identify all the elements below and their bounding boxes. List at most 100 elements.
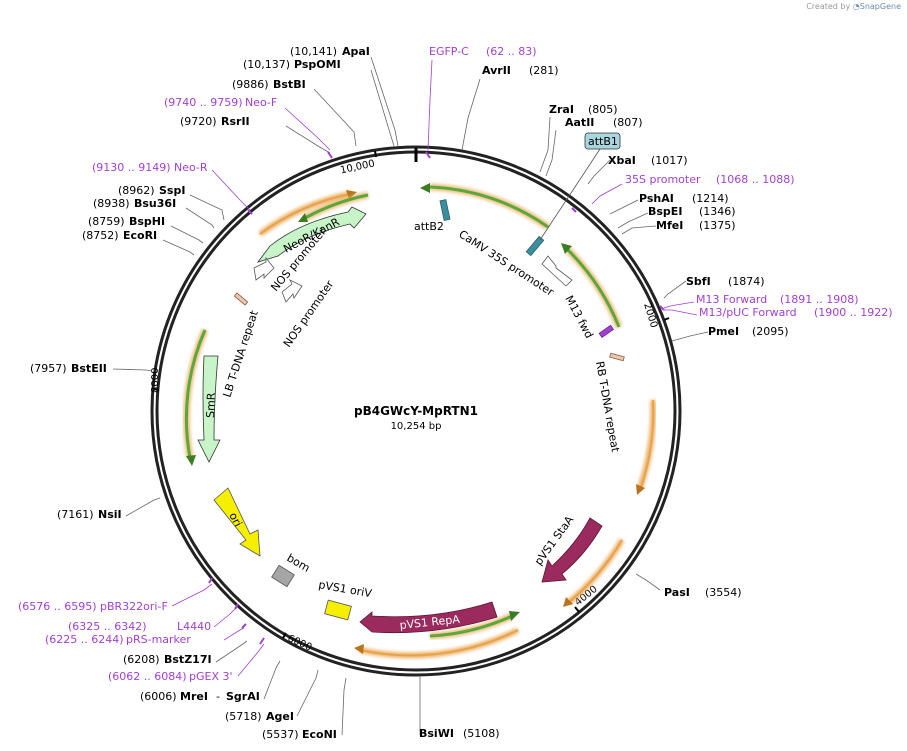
site-sspi[interactable]: (8962)SspI <box>118 184 185 197</box>
primer-35s-promoter[interactable]: 35S promoter(1068 .. 1088) <box>625 173 795 186</box>
pvs1-staa-feature: pVS1 StaA <box>532 513 603 583</box>
primer-neor-name: Neo-R <box>174 161 208 174</box>
site-pspomi-pos: (10,137) <box>243 58 290 71</box>
site-sbfi[interactable]: SbfI(1874) <box>686 275 765 288</box>
primer-pgex-name: pGEX 3' <box>189 670 233 683</box>
orf-arc-bottom-inner <box>429 611 520 640</box>
primer-neo-f[interactable]: (9740 .. 9759)Neo-F <box>164 96 277 109</box>
site-avrii-name: AvrII <box>482 64 511 77</box>
site-pmei-pos: (2095) <box>752 325 789 338</box>
plasmid-name: pB4GWcY-MpRTN1 <box>354 404 478 418</box>
site-aatii[interactable]: AatII(807) <box>565 116 643 129</box>
pvs1-repa-feature: pVS1 RepA <box>359 601 498 634</box>
rb-tdna-label: RB T-DNA repeat <box>593 360 622 453</box>
primer-egfp-range: (62 .. 83) <box>486 45 537 58</box>
site-bsu36i-pos: (8938) <box>93 197 130 210</box>
site-nsii-pos: (7161) <box>57 508 94 521</box>
site-bstz17i-pos: (6208) <box>123 653 160 666</box>
primer-neo-r[interactable]: (9130 .. 9149)Neo-R <box>92 161 208 174</box>
primer-pgex-3[interactable]: (6062 .. 6084)pGEX 3' <box>108 670 233 683</box>
primer-leaders <box>171 59 698 677</box>
site-bspei-name: BspEI <box>648 205 682 218</box>
site-pshai[interactable]: PshAI(1214) <box>639 192 729 205</box>
site-bsphi[interactable]: (8759) BspHI <box>88 215 165 228</box>
site-bstbi-name: BstBI <box>273 78 306 91</box>
orf-arc-right-lower <box>636 399 657 495</box>
nos-promoter-arrow-1 <box>253 256 275 281</box>
primer-pgex-range: (6062 .. 6084) <box>108 670 187 683</box>
site-rsrii[interactable]: (9720)RsrII <box>180 115 250 128</box>
site-mfei-pos: (1375) <box>699 219 736 232</box>
tick-label-6000: 6000 <box>286 633 314 653</box>
site-aatii-pos: (807) <box>613 116 643 129</box>
site-ecori[interactable]: (8752)EcoRI <box>82 229 157 242</box>
primer-neof-range: (9740 .. 9759) <box>164 96 243 109</box>
site-bsphi-pos: (8759) <box>88 215 125 228</box>
tick-mark-6000 <box>282 632 287 639</box>
site-zrai[interactable]: ZraI(805) <box>549 103 618 116</box>
tick-mark-2000 <box>663 317 670 321</box>
primer-l4440-range: (6325 .. 6342) <box>68 620 147 633</box>
plasmid-length: 10,254 bp <box>391 421 442 432</box>
site-econi-pos: (5537) <box>262 728 299 741</box>
site-nsii[interactable]: (7161) NsiI <box>57 508 122 521</box>
site-bsteii-name: BstEII <box>71 362 107 375</box>
attb1-label: attB1 <box>588 135 618 148</box>
pvs1-oriv-feature <box>324 599 352 621</box>
pvs1-oriv-label: pVS1 oriV <box>317 578 373 600</box>
site-agei-name: AgeI <box>266 710 294 723</box>
site-bspei[interactable]: BspEI(1346) <box>648 205 736 218</box>
site-nsii-name: NsiI <box>98 508 122 521</box>
site-bsiwi-pos: (5108) <box>463 727 500 740</box>
site-mrei-sgrai[interactable]: (6006) MreI - SgrAI <box>140 690 260 703</box>
primer-pbr322ori-f[interactable]: (6576 .. 6595)pBR322ori-F <box>18 600 168 613</box>
site-pmei[interactable]: PmeI (2095) <box>708 325 789 338</box>
site-avrii[interactable]: AvrII(281) <box>482 64 559 77</box>
site-leaders <box>112 56 709 736</box>
site-apai-name: ApaI <box>342 45 370 58</box>
primer-markers <box>208 151 665 645</box>
site-apai[interactable]: (10,141) ApaI <box>290 45 370 58</box>
orf-arc-top-right <box>420 183 551 230</box>
primer-m13-puc-forward[interactable]: M13/pUC Forward(1900 .. 1922) <box>699 306 893 319</box>
rb-tdna-marker <box>609 352 625 362</box>
primer-l4440[interactable]: (6325 .. 6342)L4440 <box>68 620 211 633</box>
primer-neor-range: (9130 .. 9149) <box>92 161 171 174</box>
site-xbai-pos: (1017) <box>651 154 688 167</box>
ori-feature: ori <box>213 487 261 557</box>
site-agei[interactable]: (5718)AgeI <box>225 710 294 723</box>
site-pasi[interactable]: PasI(3554) <box>664 586 742 599</box>
attb1-marker <box>525 235 545 257</box>
snapgene-credit: Created by ◔SnapGene <box>806 2 901 11</box>
site-apai-pos: (10,141) <box>290 45 337 58</box>
site-bsphi-name: BspHI <box>129 215 165 228</box>
primer-prs-marker[interactable]: (6225 .. 6244)pRS-marker <box>45 633 191 646</box>
site-xbai-name: XbaI <box>608 154 636 167</box>
attb1-label-box <box>584 132 621 150</box>
site-pasi-pos: (3554) <box>705 586 742 599</box>
site-bstbi[interactable]: (9886)BstBI <box>232 78 306 91</box>
tick-label-2000: 2000 <box>641 302 659 330</box>
site-bsu36i[interactable]: (8938)Bsu36I <box>93 197 176 210</box>
site-pspomi[interactable]: (10,137) PspOMI <box>243 58 341 71</box>
bom-feature <box>271 564 295 588</box>
primer-neof-name: Neo-F <box>245 96 277 109</box>
orf-arc-upper-left-outer <box>258 190 357 237</box>
site-mfei[interactable]: MfeI(1375) <box>656 219 736 232</box>
pvs1-repa-label: pVS1 RepA <box>399 613 461 632</box>
site-bsiwi[interactable]: BsiWI (5108) <box>419 727 500 740</box>
site-econi[interactable]: (5537)EcoNI <box>262 728 337 741</box>
site-bstz17i[interactable]: (6208)BstZ17I <box>123 653 212 666</box>
site-pspomi-name: PspOMI <box>294 58 341 71</box>
site-sgrai-name: SgrAI <box>226 690 260 703</box>
attb2-label: attB2 <box>414 220 444 233</box>
primer-egfp-c[interactable]: EGFP-C(62 .. 83) <box>429 45 537 58</box>
primer-prs-range: (6225 .. 6244) <box>45 633 124 646</box>
site-sspi-pos: (8962) <box>118 184 155 197</box>
primer-m13-forward[interactable]: M13 Forward(1891 .. 1908) <box>696 293 859 306</box>
site-bsiwi-name: BsiWI <box>419 727 454 740</box>
site-bsteii[interactable]: (7957)BstEII <box>30 362 107 375</box>
site-pmei-name: PmeI <box>708 325 739 338</box>
site-xbai[interactable]: XbaI (1017) <box>608 154 688 167</box>
